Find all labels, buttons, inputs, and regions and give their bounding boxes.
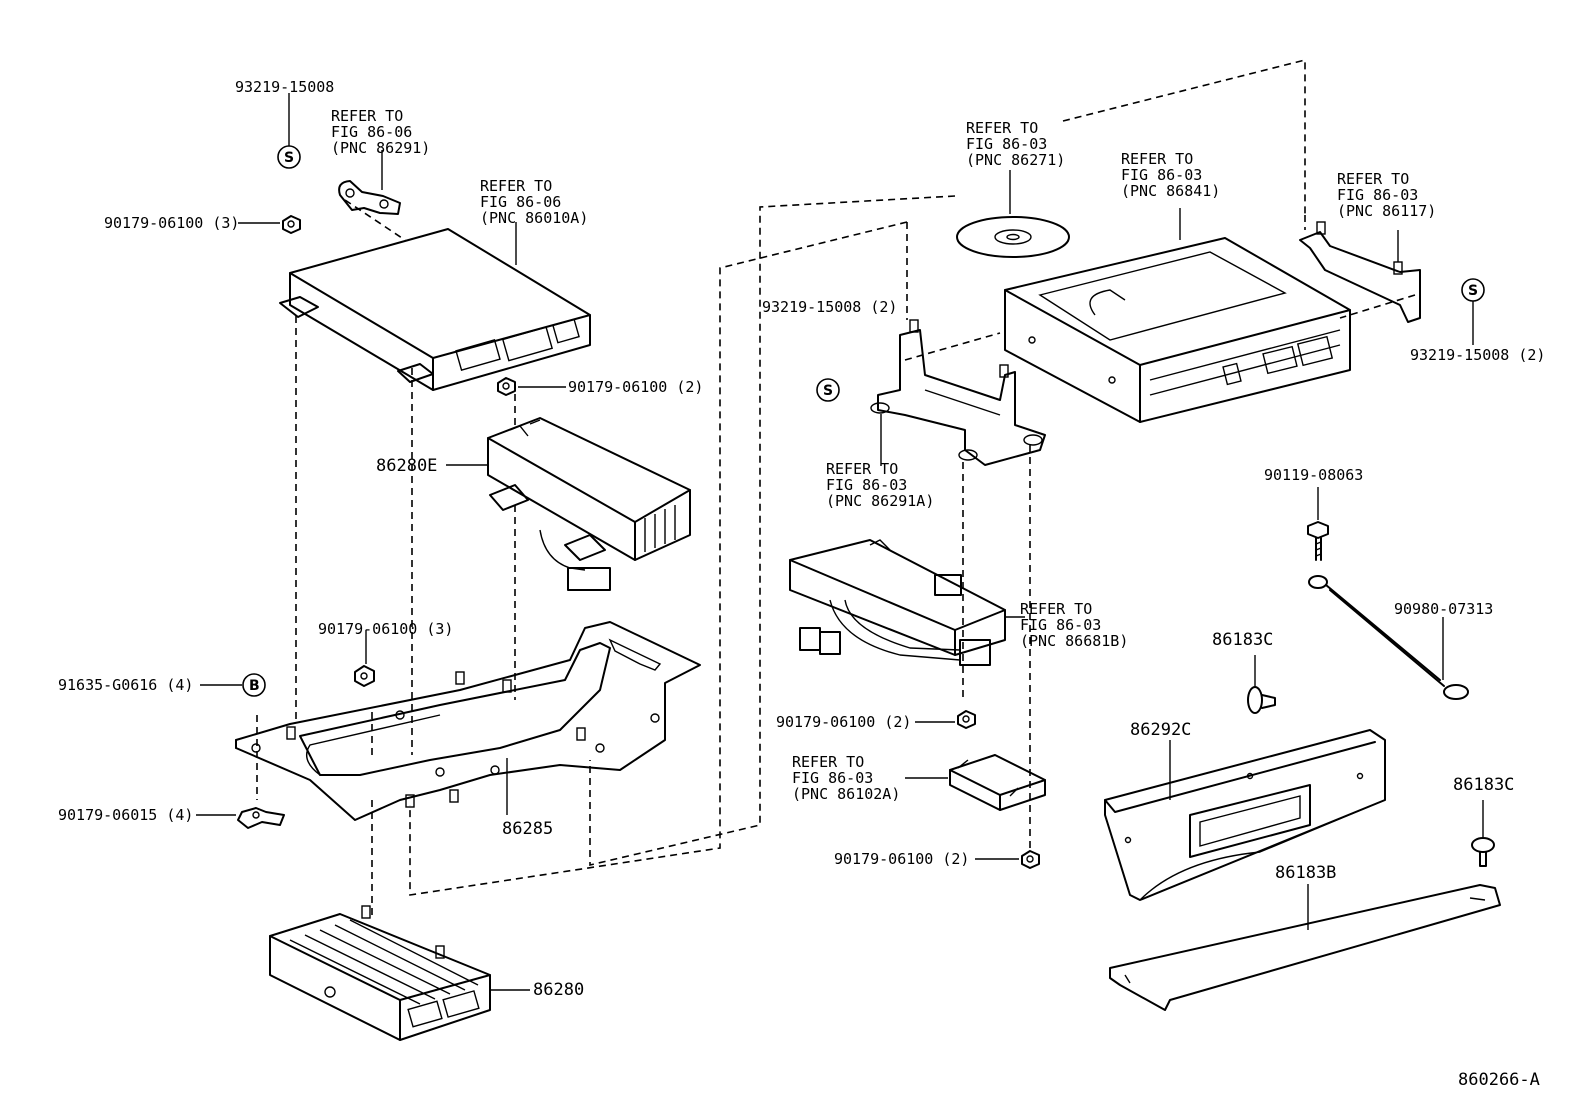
label-86292c: 86292C — [1130, 720, 1191, 740]
label-91635: 91635-G0616 (4) — [58, 676, 193, 694]
ecu-86010a-drawing — [279, 228, 591, 391]
sensor-86102a-drawing — [949, 754, 1046, 811]
label-refer-86010a-line2: FIG 86-06 — [480, 193, 561, 211]
label-refer-86291-line1: REFER TO — [331, 107, 403, 125]
label-refer-86271-line2: FIG 86-03 — [966, 135, 1047, 153]
label-refer-86117-line3: (PNC 86117) — [1337, 202, 1436, 220]
label-86183c-top: 86183C — [1212, 630, 1273, 650]
bracket-86117-drawing — [1299, 221, 1421, 323]
label-refer-86271-line1: REFER TO — [966, 119, 1038, 137]
label-refer-86291a-line3: (PNC 86291A) — [826, 492, 934, 510]
label-refer-86291-line3: (PNC 86291) — [331, 139, 430, 157]
label-90179-06015: 90179-06015 (4) — [58, 806, 193, 824]
garnish-86292c-drawing — [1104, 729, 1386, 901]
nut-90179-bottom — [354, 665, 375, 687]
amplifier-86280-drawing — [269, 905, 491, 1041]
amplifier-86280e-drawing — [487, 417, 691, 591]
label-90179-mid: 90179-06100 (2) — [568, 378, 703, 396]
ground-wire-90980-drawing — [1308, 575, 1469, 700]
label-86280e: 86280E — [376, 456, 437, 476]
label-refer-86841-line1: REFER TO — [1121, 150, 1193, 168]
label-refer-86681b-line1: REFER TO — [1020, 600, 1092, 618]
label-90179-bottom: 90179-06100 (3) — [318, 620, 453, 638]
module-86681b-drawing — [789, 539, 1006, 666]
b-symbol: B — [242, 673, 266, 697]
label-90119: 90119-08063 — [1264, 466, 1363, 484]
svg-text:S: S — [823, 383, 833, 399]
clip-86183c-right-drawing — [1471, 837, 1495, 867]
label-refer-86010a-line1: REFER TO — [480, 177, 552, 195]
label-refer-86681b-line3: (PNC 86681B) — [1020, 632, 1128, 650]
label-86183b: 86183B — [1275, 863, 1336, 883]
label-90179-right: 90179-06100 (2) — [776, 713, 911, 731]
label-refer-86271-line3: (PNC 86271) — [966, 151, 1065, 169]
label-refer-86117-line2: FIG 86-03 — [1337, 186, 1418, 204]
svg-text:S: S — [1468, 283, 1478, 299]
nut-90179-right-bottom — [1021, 850, 1040, 869]
nut-90179-mid — [497, 377, 516, 396]
label-refer-86102a-line1: REFER TO — [792, 753, 864, 771]
bracket-86291-drawing — [338, 180, 401, 215]
disc-86271-drawing — [956, 216, 1070, 258]
nut-90179-right — [957, 710, 976, 729]
label-refer-86291a-line1: REFER TO — [826, 460, 898, 478]
part-labels: 93219-15008 REFER TO FIG 86-06 (PNC 8629… — [58, 78, 1545, 1090]
label-refer-86102a-line2: FIG 86-03 — [792, 769, 873, 787]
label-refer-86841-line3: (PNC 86841) — [1121, 182, 1220, 200]
label-90980: 90980-07313 — [1394, 600, 1493, 618]
svg-text:S: S — [284, 150, 294, 166]
label-86183c-right: 86183C — [1453, 775, 1514, 795]
label-refer-86117-line1: REFER TO — [1337, 170, 1409, 188]
label-93219-left: 93219-15008 (2) — [762, 298, 897, 316]
label-90179-top: 90179-06100 (3) — [104, 214, 239, 232]
assembly-guide-lines — [256, 58, 1416, 920]
svg-text:B: B — [249, 678, 260, 694]
label-refer-86010a-line3: (PNC 86010A) — [480, 209, 588, 227]
label-refer-86291a-line2: FIG 86-03 — [826, 476, 907, 494]
s-symbol-mid: S — [816, 378, 840, 402]
nut-90179-top — [282, 215, 301, 234]
diagram-code: 860266-A — [1458, 1070, 1540, 1090]
clip-86183c-top-drawing — [1247, 686, 1276, 714]
bracket-86291a-drawing — [870, 319, 1046, 466]
label-refer-86291-line2: FIG 86-06 — [331, 123, 412, 141]
label-90179-right-bottom: 90179-06100 (2) — [834, 850, 969, 868]
label-86285: 86285 — [502, 819, 553, 839]
bolt-90119-drawing — [1307, 521, 1329, 561]
tray-86285-drawing — [235, 621, 701, 821]
nav-unit-86841-drawing — [1004, 237, 1351, 423]
label-refer-86841-line2: FIG 86-03 — [1121, 166, 1202, 184]
label-93219-right: 93219-15008 (2) — [1410, 346, 1545, 364]
clip-90179-06015 — [237, 807, 285, 829]
s-symbol-top-left: S — [277, 145, 301, 169]
label-93219-top: 93219-15008 — [235, 78, 334, 96]
s-symbol-right: S — [1461, 278, 1485, 302]
plate-86183b-drawing — [1109, 884, 1501, 1011]
label-refer-86681b-line2: FIG 86-03 — [1020, 616, 1101, 634]
label-refer-86102a-line3: (PNC 86102A) — [792, 785, 900, 803]
label-86280: 86280 — [533, 980, 584, 1000]
